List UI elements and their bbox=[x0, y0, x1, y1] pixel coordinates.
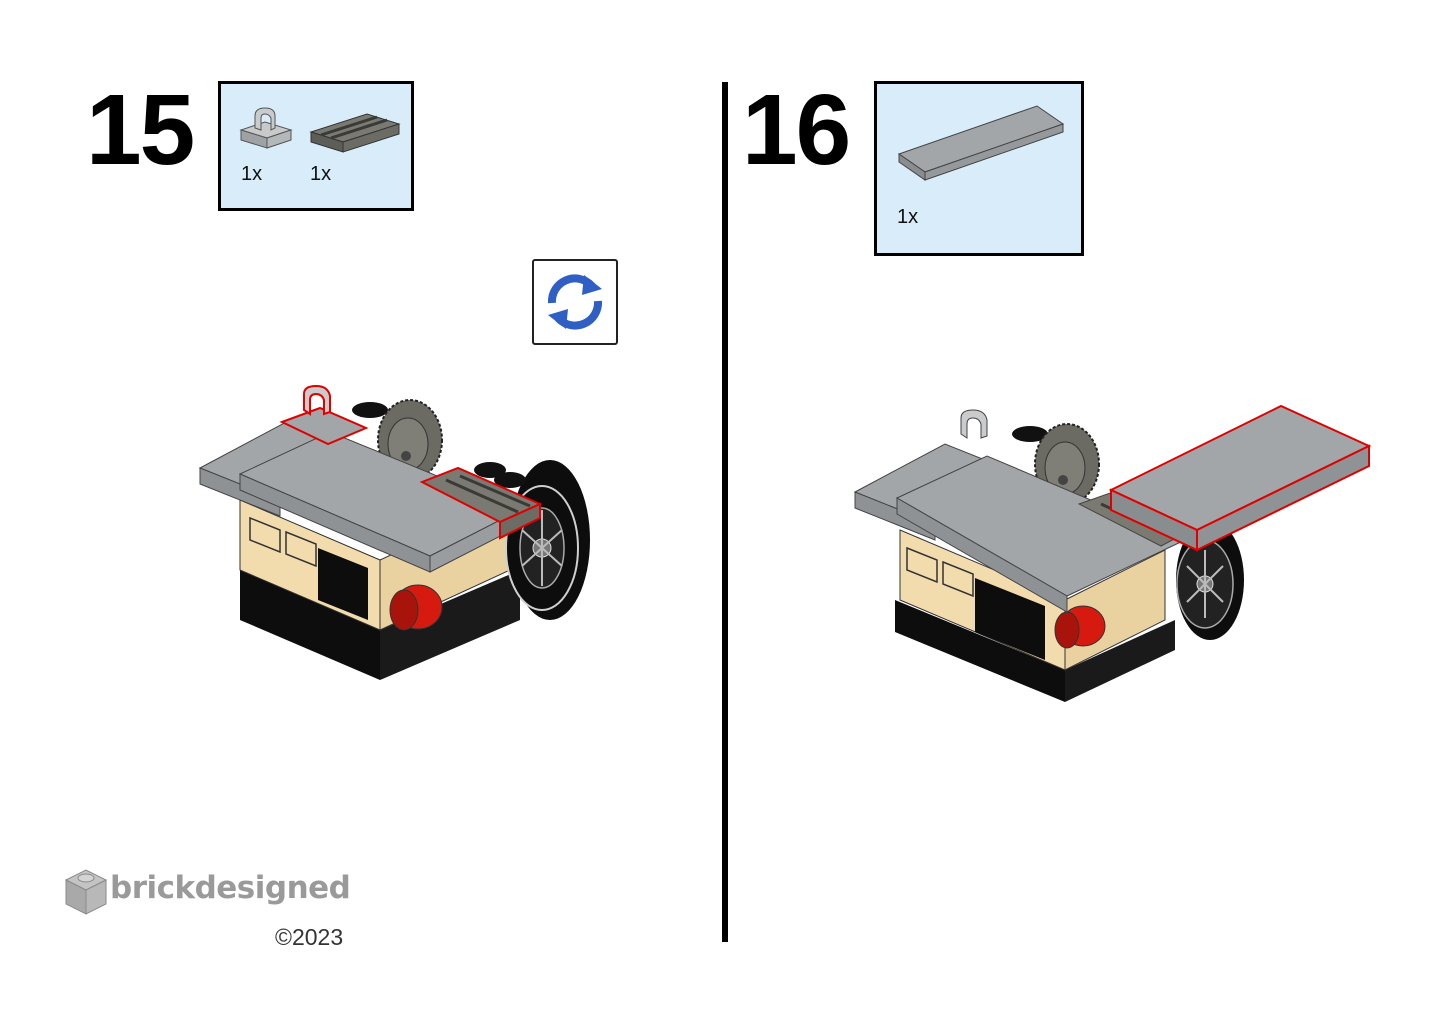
rotate-model-icon bbox=[532, 259, 618, 345]
part-qty-flat-tile: 1x bbox=[897, 206, 919, 228]
parts-list-step-15: 1x 1x bbox=[218, 81, 414, 211]
step-number-15: 15 bbox=[86, 74, 195, 186]
step-number-16: 16 bbox=[742, 74, 851, 186]
copyright: ©2023 bbox=[275, 924, 344, 950]
rotate-arrows-icon bbox=[547, 274, 603, 330]
parts-list-step-16: 1x bbox=[874, 81, 1084, 256]
tile-clip-part-icon bbox=[239, 107, 293, 149]
brick-logo-icon bbox=[64, 869, 108, 915]
page-divider bbox=[722, 82, 728, 942]
part-qty-grille: 1x bbox=[310, 163, 332, 185]
model-illustration-step-15 bbox=[198, 384, 590, 680]
brand-name: brickdesigned bbox=[110, 870, 351, 906]
part-qty-clip: 1x bbox=[241, 163, 263, 185]
flat-tile-part-icon bbox=[897, 105, 1065, 181]
grille-tile-part-icon bbox=[309, 113, 401, 153]
model-illustration-step-16 bbox=[853, 404, 1372, 702]
